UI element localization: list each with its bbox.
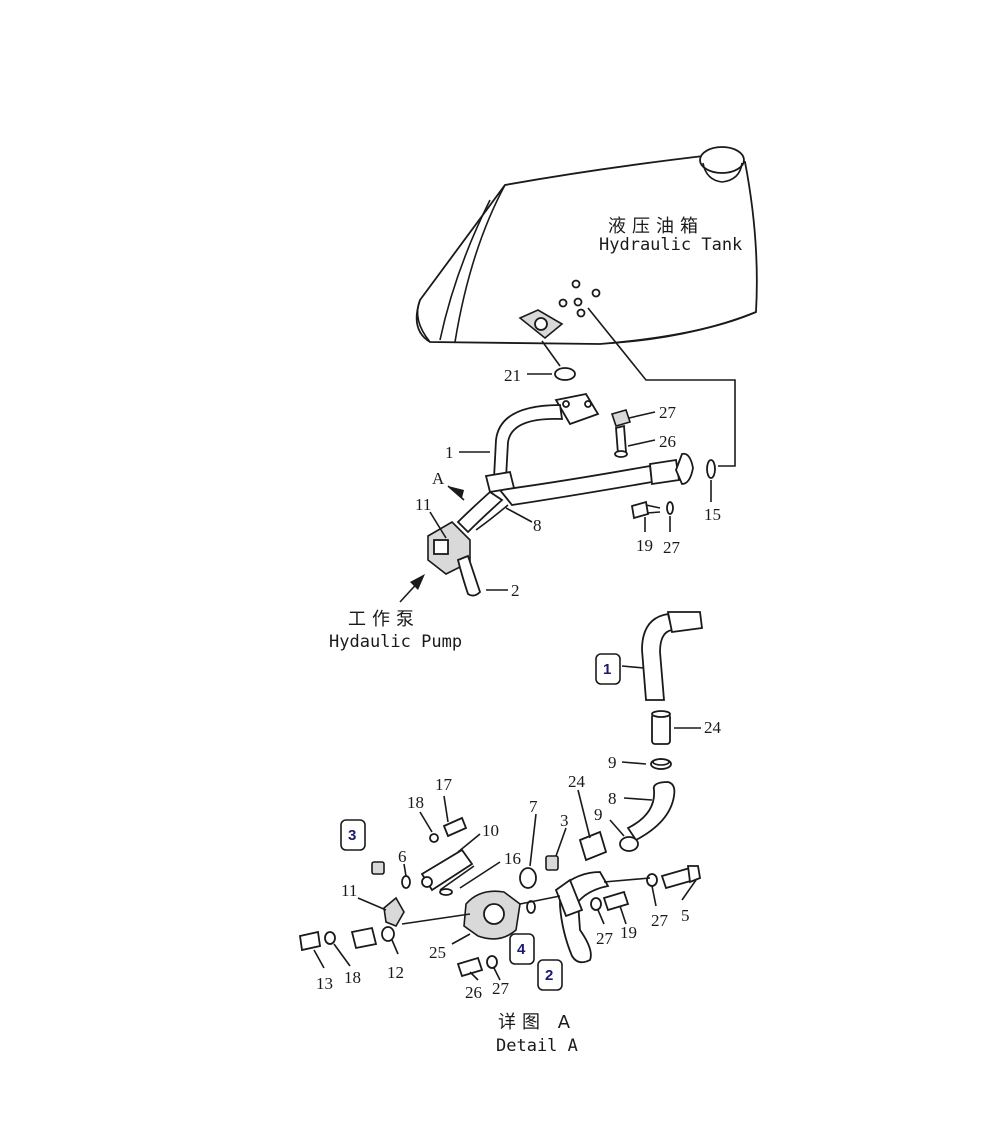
part-27-label-b: 27 — [663, 538, 681, 557]
detail-part-10-label: 10 — [482, 821, 499, 840]
detail-caption-cn: 详图 A — [498, 1012, 576, 1033]
detail-part-26-label: 26 — [465, 983, 482, 1002]
part-15-label: 15 — [704, 505, 721, 524]
detail-a-parts — [298, 611, 704, 978]
part-1-label: 1 — [445, 443, 454, 462]
detail-caption-en: Detail A — [496, 1036, 578, 1056]
detail-part-6-label: 6 — [398, 847, 407, 866]
pump-caption-en: Hydaulic Pump — [329, 632, 462, 652]
detail-part-9-label: 9 — [608, 753, 617, 772]
callout-4: 4 — [509, 933, 535, 965]
detail-part-27-label: 27 — [651, 911, 669, 930]
view-a-marker: A — [432, 469, 445, 488]
part-2-label: 2 — [511, 581, 520, 600]
callout-2: 2 — [537, 959, 563, 991]
detail-part-27c-label: 27 — [492, 979, 510, 998]
part-27-label: 27 — [659, 403, 677, 422]
detail-part-5-label: 5 — [681, 906, 690, 925]
detail-part-12-label: 12 — [387, 963, 404, 982]
part-21-label: 21 — [504, 366, 521, 385]
suction-route-line — [587, 307, 736, 467]
part-8-label: 8 — [533, 516, 542, 535]
pipe-assembly — [427, 340, 716, 597]
detail-part-24b-label: 24 — [568, 772, 586, 791]
svg-text:3: 3 — [348, 827, 356, 844]
detail-part-11-label: 11 — [341, 881, 357, 900]
detail-part-19-label: 19 — [620, 923, 637, 942]
detail-part-27b-label: 27 — [596, 929, 614, 948]
detail-part-16-label: 16 — [504, 849, 521, 868]
part-11-label: 11 — [415, 495, 431, 514]
svg-text:4: 4 — [517, 941, 526, 958]
detail-part-8-label: 8 — [608, 789, 617, 808]
detail-part-18-label: 18 — [407, 793, 424, 812]
detail-part-18b-label: 18 — [344, 968, 361, 987]
detail-part-25-label: 25 — [429, 943, 446, 962]
detail-part-17-label: 17 — [435, 775, 453, 794]
pump-caption-cn: 工作泵 — [348, 609, 420, 630]
pump-pointer-arrow — [410, 574, 425, 590]
detail-part-3-label: 3 — [560, 811, 569, 830]
detail-part-13-label: 13 — [316, 974, 333, 993]
tank-caption-cn: 液压油箱 — [608, 216, 704, 237]
detail-part-9b-label: 9 — [594, 805, 603, 824]
hydraulic-tank — [415, 146, 758, 345]
callout-3: 3 — [340, 819, 366, 851]
svg-text:1: 1 — [603, 661, 611, 678]
callout-1: 1 — [595, 653, 621, 685]
detail-part-7-label: 7 — [529, 797, 538, 816]
part-19-label: 19 — [636, 536, 653, 555]
svg-text:2: 2 — [545, 967, 553, 984]
part-26-label: 26 — [659, 432, 676, 451]
tank-caption-en: Hydraulic Tank — [599, 235, 742, 255]
detail-part-24-label: 24 — [704, 718, 722, 737]
